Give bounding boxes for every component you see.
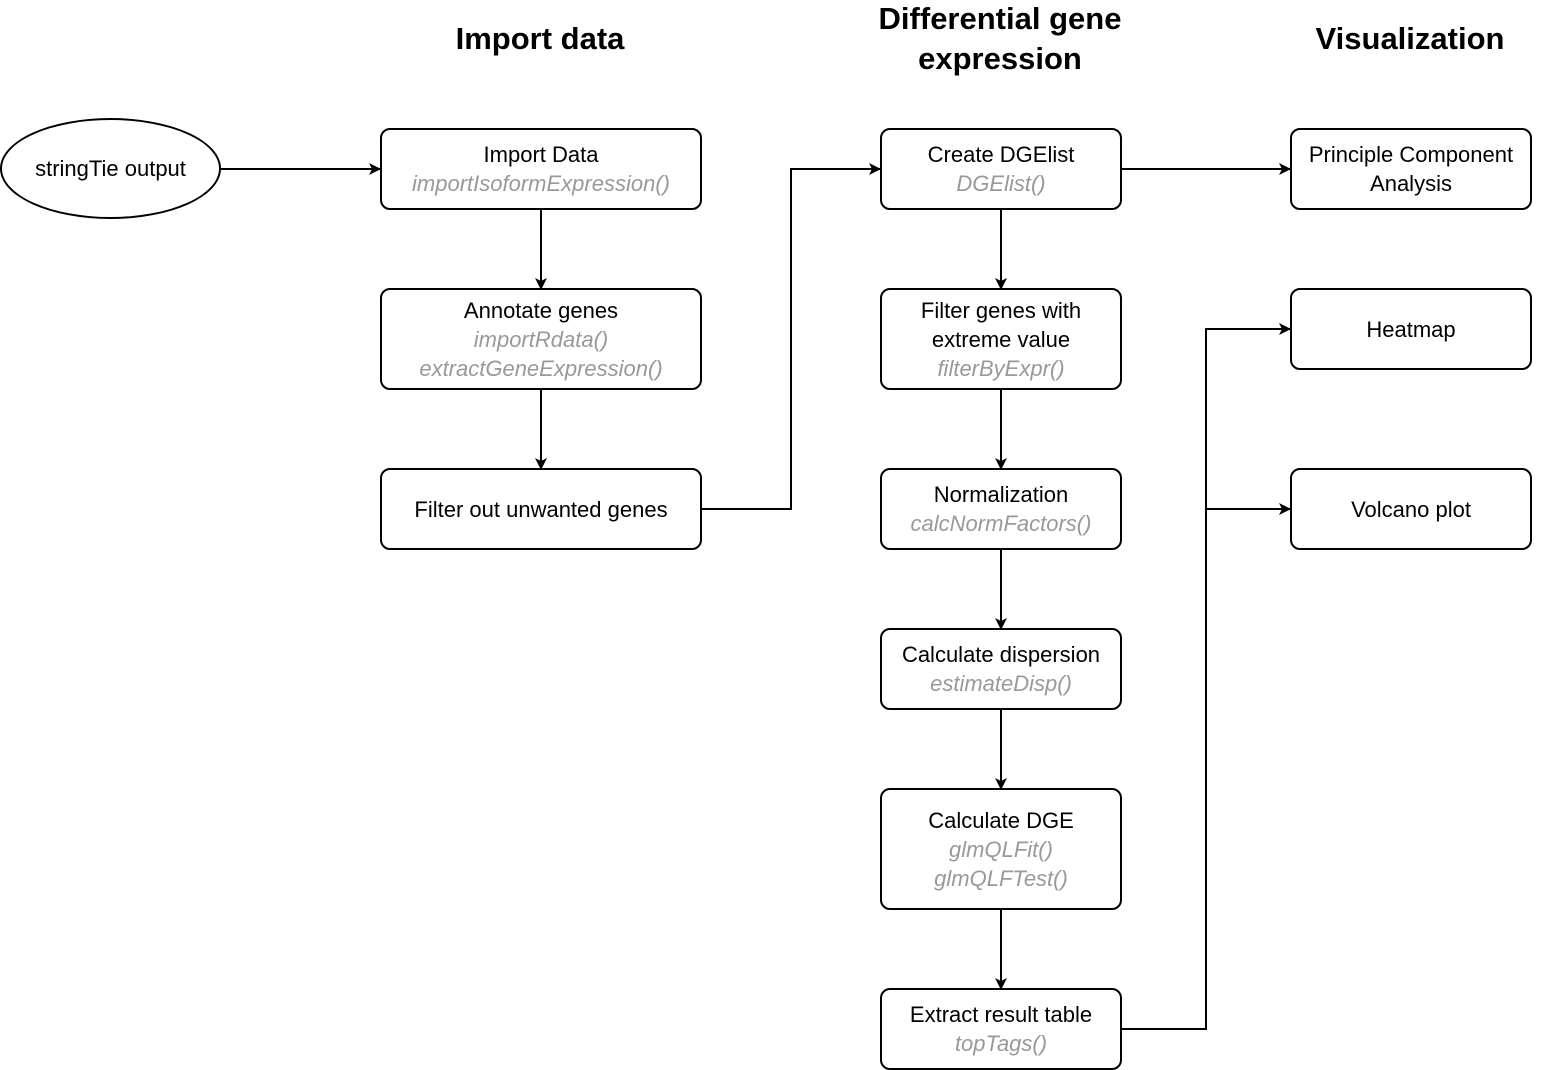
arrow-filter-to-dgelist [701,163,881,510]
section-heading-dge: Differential gene expression [878,1,1122,76]
step-extract-result-table: Extract result table topTags() [880,988,1122,1070]
step-calculate-dispersion: Calculate dispersion estimateDisp() [880,628,1122,710]
arrow-result-to-heatmap [1121,323,1291,1030]
step-calculate-dge: Calculate DGE glmQLFit() glmQLFTest() [880,788,1122,910]
step-create-dgelist: Create DGElist DGElist() [880,128,1122,210]
step-import-data: Import Data importIsoformExpression() [380,128,702,210]
section-heading-import: Import data [455,21,625,56]
step-pca: Principle Component Analysis [1290,128,1532,210]
step-volcano-plot: Volcano plot [1290,468,1532,550]
section-heading-visualization: Visualization [1315,21,1505,56]
step-annotate-genes: Annotate genes importRdata() extractGene… [380,288,702,390]
source-node-stringtie: stringTie output [0,118,221,219]
step-normalization: Normalization calcNormFactors() [880,468,1122,550]
step-filter-unwanted-genes: Filter out unwanted genes [380,468,702,550]
step-heatmap: Heatmap [1290,288,1532,370]
step-filter-extreme-genes: Filter genes with extreme value filterBy… [880,288,1122,390]
